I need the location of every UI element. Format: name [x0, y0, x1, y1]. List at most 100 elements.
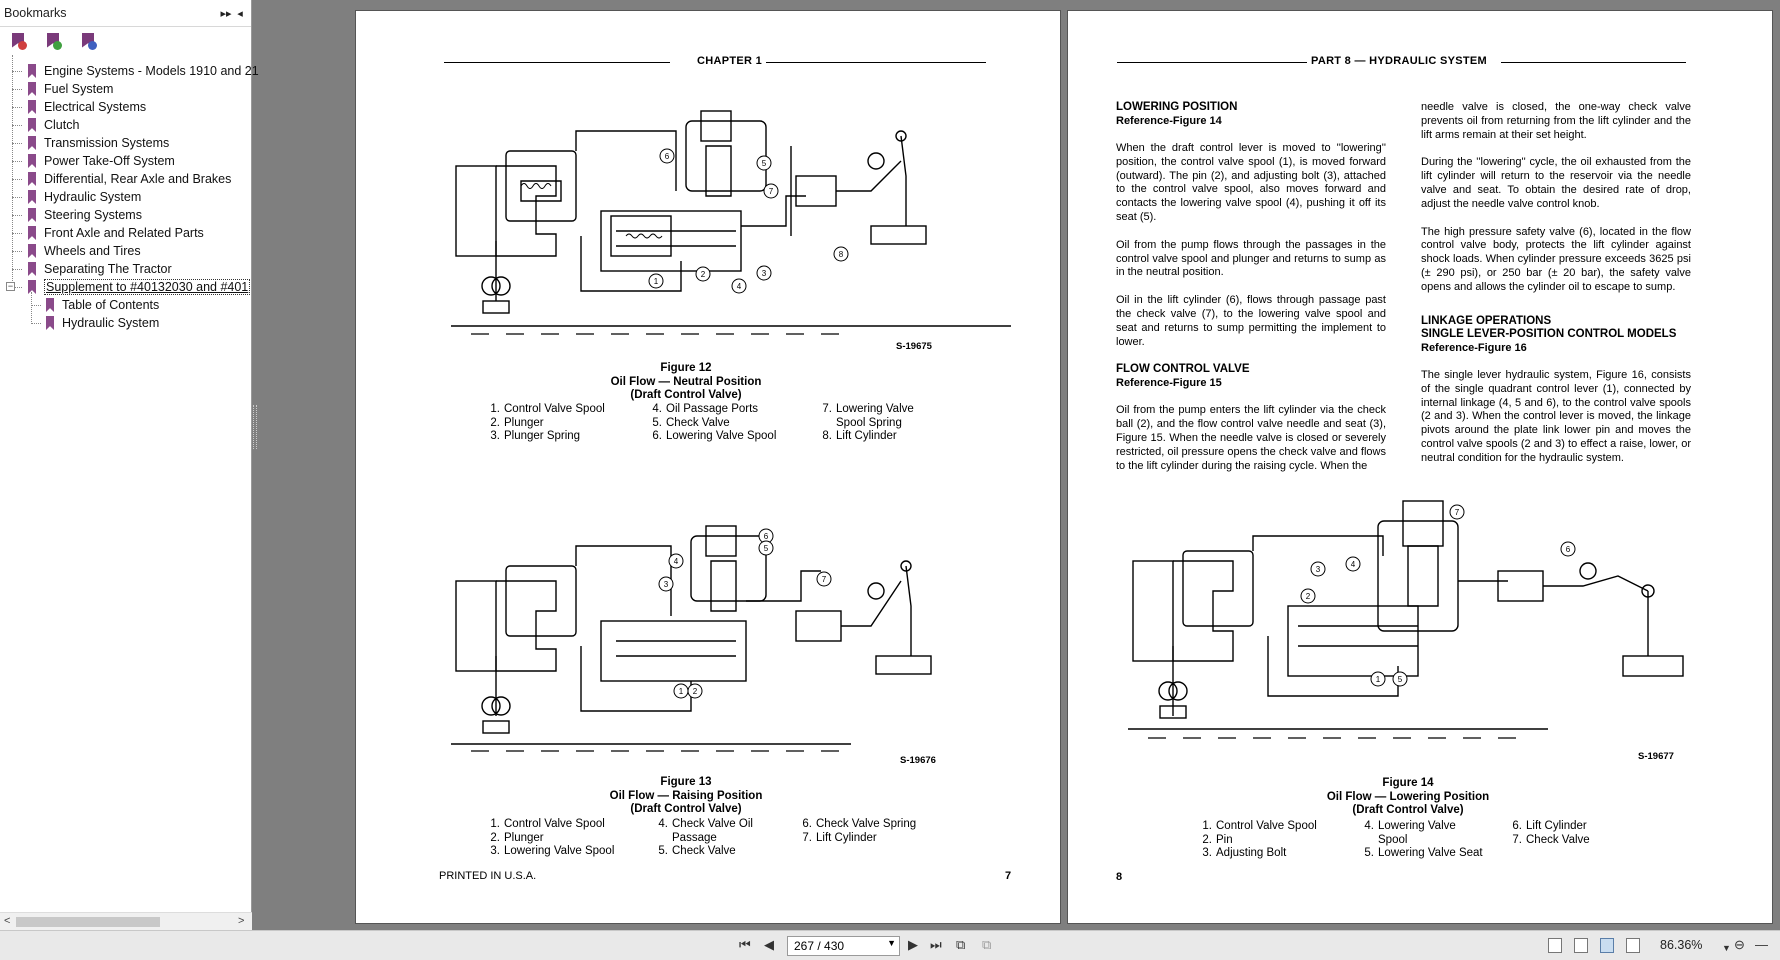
bookmark-child-item[interactable]: Hydraulic System: [46, 314, 159, 332]
svg-text:7: 7: [769, 187, 774, 196]
bookmark-item[interactable]: Electrical Systems: [28, 98, 146, 116]
bookmark-icon: [28, 280, 36, 294]
go-forward-icon[interactable]: ⧉: [982, 937, 992, 952]
page-number-input[interactable]: 267 / 430 ▼: [787, 936, 900, 956]
svg-text:5: 5: [762, 159, 767, 168]
paragraph: During the ''lowering'' cycle, the oil e…: [1421, 156, 1691, 210]
continuous-facing-view-icon[interactable]: [1626, 938, 1640, 953]
legend-text: Check Valve: [666, 416, 730, 429]
paragraph: When the draft control lever is moved to…: [1116, 142, 1386, 223]
sidebar-horizontal-scrollbar[interactable]: < >: [0, 912, 252, 930]
legend-number: 3.: [490, 430, 500, 442]
svg-text:6: 6: [1566, 545, 1571, 554]
legend-number: 5.: [652, 416, 662, 429]
single-page-view-icon[interactable]: [1548, 938, 1562, 953]
bookmark-item[interactable]: Hydraulic System: [28, 188, 141, 206]
legend-text: Adjusting Bolt: [1216, 847, 1287, 859]
legend-text: Plunger Spring: [504, 430, 581, 442]
legend-number: 7.: [822, 403, 832, 415]
svg-text:4: 4: [674, 557, 679, 566]
zoom-slider-icon[interactable]: —: [1755, 937, 1768, 952]
zoom-dropdown-icon[interactable]: ▼: [1722, 943, 1731, 953]
svg-text:6: 6: [665, 152, 670, 161]
svg-text:7: 7: [822, 575, 827, 584]
page-number-left: 7: [1005, 870, 1012, 882]
scroll-right-arrow-icon[interactable]: >: [238, 915, 245, 927]
figure-14-caption: Figure 14 Oil Flow — Lowering Position (…: [1308, 777, 1508, 818]
legend-number: 6.: [1512, 820, 1522, 832]
header-rule: [1501, 62, 1686, 63]
svg-text:1: 1: [679, 687, 684, 696]
figure-13-note: (Draft Control Valve): [630, 803, 742, 815]
facing-pages-view-icon[interactable]: [1600, 938, 1614, 953]
collapse-toggle-icon[interactable]: −: [6, 281, 15, 291]
bookmark-icon: [28, 118, 36, 132]
next-page-icon[interactable]: ▶: [908, 937, 918, 952]
zoom-level[interactable]: 86.36%: [1660, 938, 1703, 952]
figure-13-caption: Figure 13 Oil Flow — Raising Position (D…: [586, 776, 786, 817]
last-page-icon[interactable]: ⏭: [930, 937, 942, 952]
bookmark-item[interactable]: Wheels and Tires: [28, 242, 141, 260]
bookmark-item[interactable]: Engine Systems - Models 1910 and 21: [28, 62, 259, 80]
legend-text: Control Valve Spool: [504, 403, 605, 415]
legend-text: Lowering Valve Spool: [504, 845, 615, 857]
section-reference: Reference-Figure 15: [1116, 376, 1222, 389]
bookmark-item[interactable]: Power Take-Off System: [28, 152, 175, 170]
bookmark-label: Table of Contents: [62, 298, 160, 312]
bookmark-options-icon[interactable]: [10, 32, 27, 50]
legend-number: 1.: [1202, 820, 1212, 832]
scroll-left-arrow-icon[interactable]: <: [4, 915, 11, 927]
panel-options-icon[interactable]: ▸▸: [220, 7, 232, 20]
legend-number: 6.: [652, 430, 662, 442]
hydraulic-diagram-neutral: 657 124 38: [451, 110, 1011, 335]
bookmark-item[interactable]: Supplement to #40132030 and #401: [28, 278, 251, 296]
paragraph: Oil in the lift cylinder (6), flows thro…: [1116, 294, 1386, 348]
bookmark-child-item[interactable]: Table of Contents: [46, 296, 159, 314]
bookmark-find-icon[interactable]: [80, 32, 97, 50]
bookmark-item[interactable]: Clutch: [28, 116, 79, 134]
scroll-thumb[interactable]: [16, 917, 160, 927]
legend-number: 7.: [802, 831, 812, 844]
svg-text:2: 2: [693, 687, 698, 696]
header-rule: [1117, 62, 1307, 63]
bookmark-label: Fuel System: [44, 82, 114, 96]
continuous-view-icon[interactable]: [1574, 938, 1588, 953]
legend-number: 8.: [822, 430, 832, 442]
figure-14-note: (Draft Control Valve): [1352, 804, 1464, 816]
legend-text: Lowering Valve Spool: [666, 430, 777, 442]
section-subheading: SINGLE LEVER-POSITION CONTROL MODELS: [1421, 328, 1677, 341]
panel-splitter[interactable]: [253, 405, 257, 449]
page-dropdown-icon[interactable]: ▼: [887, 938, 896, 948]
bookmark-item[interactable]: Transmission Systems: [28, 134, 169, 152]
document-page-left: CHAPTER 1: [355, 10, 1061, 924]
svg-text:6: 6: [764, 532, 769, 541]
bookmark-item[interactable]: Separating The Tractor: [28, 260, 172, 278]
bookmark-label: Electrical Systems: [44, 100, 147, 114]
svg-text:3: 3: [664, 580, 669, 589]
figure-13-subtitle: Oil Flow — Raising Position: [609, 789, 763, 802]
bookmark-item[interactable]: Steering Systems: [28, 206, 142, 224]
legend-number: 4.: [652, 403, 662, 415]
tree-connector: [12, 215, 22, 216]
svg-text:1: 1: [654, 277, 659, 286]
zoom-out-icon[interactable]: ⊖: [1734, 937, 1745, 952]
first-page-icon[interactable]: ⏮: [739, 937, 751, 952]
previous-page-icon[interactable]: ◀: [764, 937, 774, 952]
paragraph: The high pressure safety valve (6), loca…: [1421, 225, 1691, 293]
bookmark-item[interactable]: Differential, Rear Axle and Brakes: [28, 170, 231, 188]
bookmark-expand-icon[interactable]: [45, 32, 62, 50]
paragraph: needle valve is closed, the one-way chec…: [1421, 101, 1691, 141]
bookmark-label: Steering Systems: [44, 208, 142, 222]
legend-text: Control Valve Spool: [1216, 820, 1317, 832]
go-back-icon[interactable]: ⧉: [956, 937, 966, 952]
bookmark-item[interactable]: Front Axle and Related Parts: [28, 224, 204, 242]
collapse-panel-icon[interactable]: ◂: [237, 7, 243, 20]
legend-text: Check Valve: [1526, 833, 1590, 846]
bookmark-item[interactable]: Fuel System: [28, 80, 113, 98]
legend-number: 3.: [490, 845, 500, 857]
legend-text: Plunger: [504, 416, 544, 429]
bookmark-label: Engine Systems - Models 1910 and 21: [44, 64, 259, 78]
